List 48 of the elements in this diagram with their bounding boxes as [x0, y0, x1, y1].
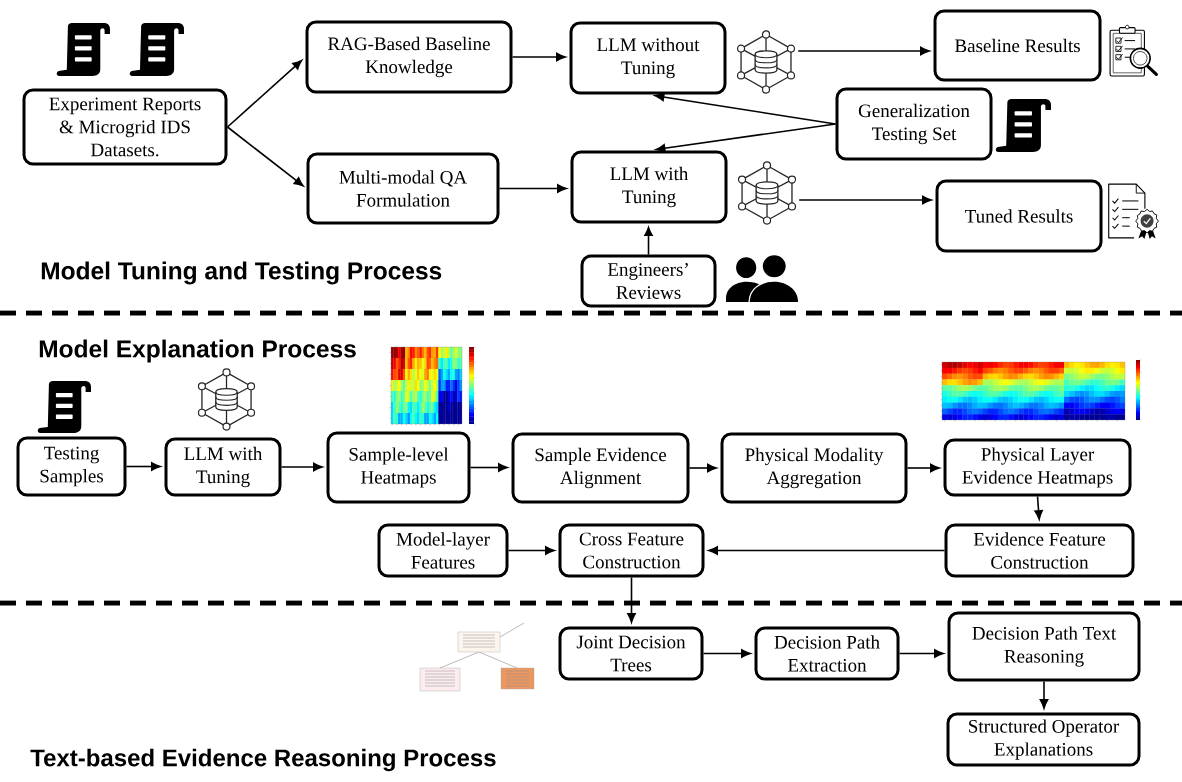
process-box: Multi-modal QA Formulation — [306, 152, 500, 225]
process-box: Tuned Results — [935, 179, 1103, 253]
arrow — [511, 52, 566, 62]
arrow — [469, 463, 508, 472]
process-box: Physical Layer Evidence Heatmaps — [943, 438, 1132, 497]
process-box: Engineers’ Reviews — [580, 254, 717, 308]
arrow — [226, 59, 303, 128]
arrow — [644, 226, 653, 256]
arrow — [654, 92, 837, 125]
process-box: LLM without Tuning — [569, 21, 727, 95]
arrow — [798, 195, 932, 205]
section-heading: Text-based Evidence Reasoning Process — [30, 748, 496, 772]
process-box: Model-layer Features — [377, 523, 509, 578]
process-box: Testing Samples — [16, 436, 127, 497]
arrow — [627, 576, 636, 623]
process-box: Decision Path Extraction — [754, 626, 900, 681]
process-box: LLM with Tuning — [164, 437, 282, 497]
arrow — [125, 462, 161, 471]
process-box: Sample Evidence Alignment — [511, 432, 690, 504]
process-box: Decision Path Text Reasoning — [947, 611, 1141, 682]
network-database-icon — [736, 30, 796, 94]
process-box: Baseline Results — [933, 9, 1102, 82]
arrow — [498, 184, 567, 193]
process-box: Sample-level Heatmaps — [326, 431, 471, 504]
process-box: Generalization Testing Set — [835, 87, 993, 161]
section-heading: Model Tuning and Testing Process — [41, 261, 442, 285]
network-database-icon — [737, 161, 797, 225]
process-box: Cross Feature Construction — [558, 523, 705, 578]
arrow — [702, 649, 751, 658]
process-box: LLM with Tuning — [570, 150, 728, 224]
arrow — [1034, 495, 1043, 520]
process-box: Physical Modality Aggregation — [720, 432, 908, 504]
arrow — [906, 463, 940, 473]
arrow — [280, 462, 323, 472]
arrow — [226, 126, 304, 187]
process-box: Experiment Reports & Microgrid IDS Datasets. — [22, 88, 228, 166]
arrow — [1039, 680, 1049, 709]
arrow — [688, 463, 717, 473]
process-box: Joint Decision Trees — [558, 626, 704, 681]
section-heading: Model Explanation Process — [39, 339, 356, 363]
arrow — [655, 123, 837, 153]
process-box: Structured Operator Explanations — [946, 712, 1141, 767]
arrow — [898, 649, 944, 658]
arrow — [708, 546, 946, 555]
process-box: RAG-Based Baseline Knowledge — [305, 20, 513, 94]
arrow — [507, 546, 555, 555]
arrow — [797, 46, 930, 56]
process-box: Evidence Feature Construction — [944, 523, 1135, 578]
